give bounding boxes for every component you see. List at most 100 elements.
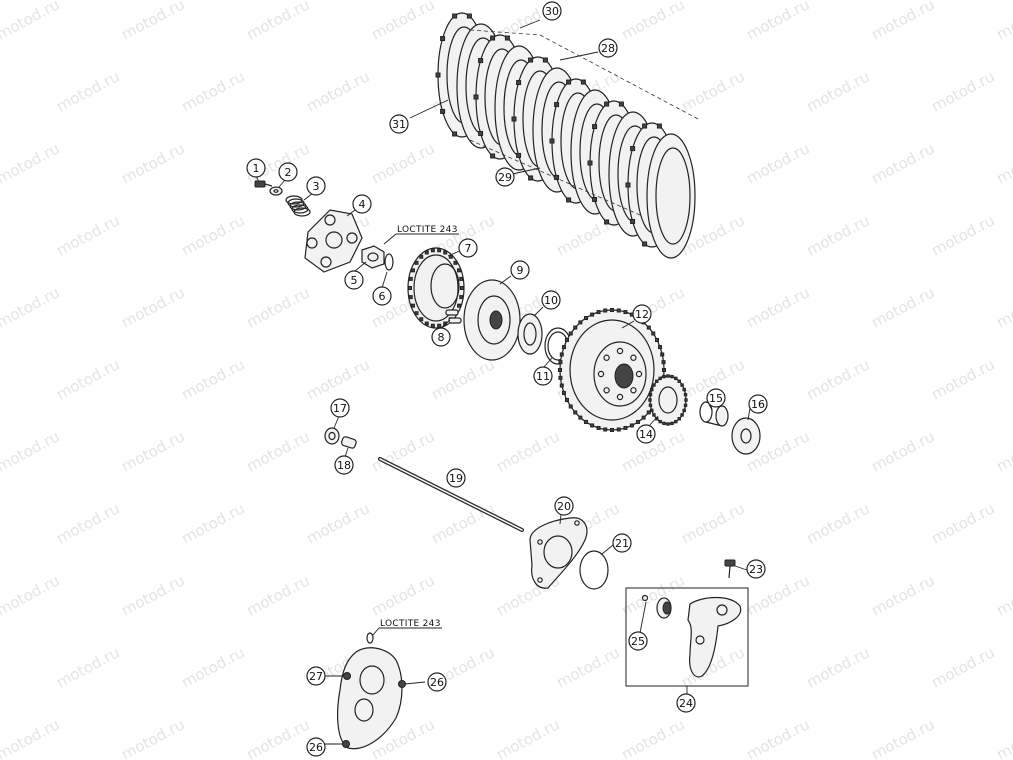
callout-c8: 8: [431, 327, 451, 347]
callout-label: 6: [379, 290, 386, 303]
inner-hub-part: [407, 247, 465, 329]
callout-label: 28: [601, 42, 615, 55]
callout-label: 18: [337, 459, 351, 472]
watermark-text: motod.ru: [868, 715, 937, 760]
watermark-text: motod.ru: [303, 355, 372, 403]
watermark-text: motod.ru: [868, 427, 937, 475]
callout-c21: 21: [612, 533, 632, 553]
watermark-text: motod.ru: [118, 283, 187, 331]
callout-label: 8: [438, 331, 445, 344]
watermark-text: motod.ru: [743, 139, 812, 187]
spacer-washer-part: [731, 417, 761, 455]
watermark-text: motod.ru: [993, 571, 1013, 619]
washer-part: [269, 186, 283, 196]
callout-label: 24: [679, 697, 693, 710]
watermark-text: motod.ru: [53, 355, 122, 403]
watermark-text: motod.ru: [678, 499, 747, 547]
watermark-text: motod.ru: [928, 499, 997, 547]
watermark-text: motod.ru: [928, 643, 997, 691]
watermark-text: motod.ru: [0, 283, 63, 331]
callout-c1: 1: [246, 158, 266, 178]
watermark-text: motod.ru: [53, 211, 122, 259]
callout-c27: 27: [306, 666, 326, 686]
callout-circle: [706, 388, 726, 408]
callout-c5: 5: [344, 270, 364, 290]
callout-c23: 23: [746, 559, 766, 579]
watermark-text: motod.ru: [993, 139, 1013, 187]
watermark-text: motod.ru: [928, 211, 997, 259]
shaft-seal-part: [324, 427, 340, 445]
callout-c25: 25: [628, 631, 648, 651]
callout-label: 26: [309, 741, 323, 754]
clutch-cover-part: [337, 632, 406, 750]
callout-circle: [495, 167, 515, 187]
callout-label: 31: [392, 118, 406, 131]
watermark-text: motod.ru: [178, 499, 247, 547]
callout-circle: [554, 496, 574, 516]
loctite-note-bottom: LOCTITE 243: [371, 619, 442, 637]
watermark-text: motod.ru: [993, 0, 1013, 44]
loctite-note-bottom-text: LOCTITE 243: [380, 619, 441, 629]
callout-label: 11: [536, 370, 550, 383]
callout-label: 5: [351, 274, 358, 287]
callout-label: 26: [430, 676, 444, 689]
watermark-text: motod.ru: [993, 427, 1013, 475]
callout-circle: [344, 270, 364, 290]
loctite-note-top-text: LOCTITE 243: [397, 225, 458, 235]
callout-c28: 28: [598, 38, 618, 58]
watermark-text: motod.ru: [53, 499, 122, 547]
watermark-text: motod.ru: [368, 571, 437, 619]
watermark-text: motod.ru: [303, 499, 372, 547]
callout-label: 14: [639, 428, 653, 441]
watermark-text: motod.ru: [803, 211, 872, 259]
callout-label: 21: [615, 537, 629, 550]
watermark-text: motod.ru: [178, 643, 247, 691]
push-rod-part: [378, 457, 524, 532]
push-bushing-part: [340, 436, 357, 449]
callout-label: 10: [544, 294, 558, 307]
screw-part: [724, 559, 736, 579]
watermark-text: motod.ru: [428, 355, 497, 403]
callout-c3: 3: [306, 176, 326, 196]
watermark-text: motod.ru: [243, 427, 312, 475]
watermark-text: motod.ru: [803, 67, 872, 115]
watermark-text: motod.ru: [493, 715, 562, 760]
callout-circle: [541, 290, 561, 310]
watermark-text: motod.ru: [368, 139, 437, 187]
callout-circle: [533, 366, 553, 386]
callout-circle: [746, 559, 766, 579]
callout-circle: [334, 455, 354, 475]
callout-circle: [278, 162, 298, 182]
watermark-text: motod.ru: [53, 67, 122, 115]
callout-circle: [628, 631, 648, 651]
watermark-text: motod.ru: [993, 715, 1013, 760]
lock-washer-part: [384, 253, 394, 271]
callout-label: 4: [359, 198, 366, 211]
callout-c30: 30: [542, 1, 562, 21]
callout-label: 1: [253, 162, 260, 175]
callout-label: 12: [635, 308, 649, 321]
callout-c26a: 26: [427, 672, 447, 692]
callout-circle: [510, 260, 530, 280]
watermark-text: motod.ru: [678, 67, 747, 115]
callout-label: 17: [333, 402, 347, 415]
callout-label: 2: [285, 166, 292, 179]
watermark-text: motod.ru: [0, 427, 63, 475]
watermark-text: motod.ru: [428, 499, 497, 547]
callout-label: 23: [749, 563, 763, 576]
callout-c12: 12: [632, 304, 652, 324]
callout-c17: 17: [330, 398, 350, 418]
callout-c24: 24: [676, 693, 696, 713]
watermark-text: motod.ru: [178, 211, 247, 259]
leader-lines: [255, 19, 751, 745]
watermark-text: motod.ru: [0, 571, 63, 619]
watermark-text: motod.ru: [743, 283, 812, 331]
loctite-note-top: LOCTITE 243: [383, 225, 459, 245]
watermark-text: motod.ru: [868, 0, 937, 44]
callout-circle: [389, 114, 409, 134]
callout-c10: 10: [541, 290, 561, 310]
watermark-text: motod.ru: [178, 67, 247, 115]
callout-label: 15: [709, 392, 723, 405]
watermark-text: motod.ru: [303, 67, 372, 115]
